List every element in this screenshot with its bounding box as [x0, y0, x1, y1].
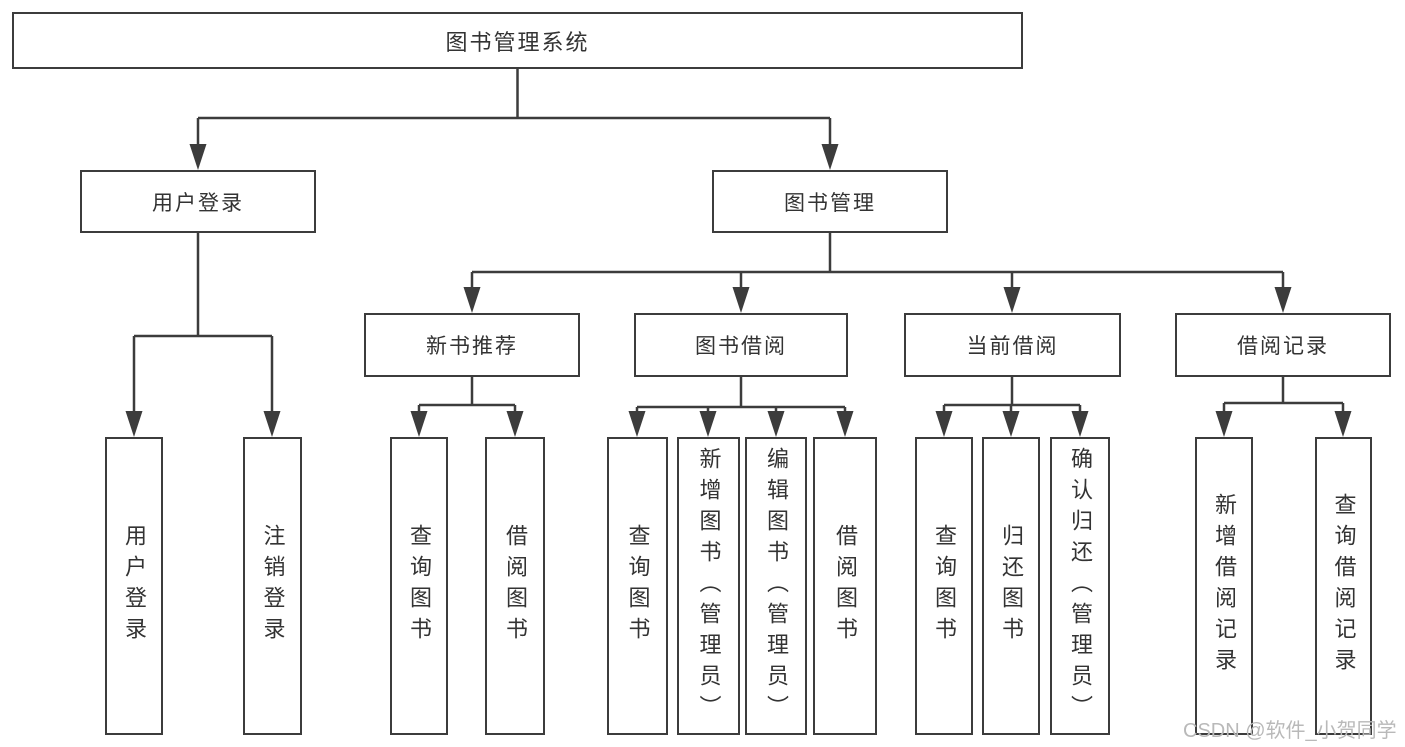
node-library-management-system: 图书管理系统	[12, 12, 1023, 69]
leaf-query-books-borrow: 查询图书	[607, 437, 668, 735]
node-book-management: 图书管理	[712, 170, 948, 233]
leaf-logout: 注销登录	[243, 437, 302, 735]
leaf-edit-book-admin: 编辑图书（管理员）	[745, 437, 807, 735]
leaf-return-books: 归还图书	[982, 437, 1040, 735]
node-borrowing-records: 借阅记录	[1175, 313, 1391, 377]
csdn-watermark: CSDN @软件_小贺同学	[1183, 720, 1397, 742]
node-current-borrowing: 当前借阅	[904, 313, 1121, 377]
leaf-query-borrow-record: 查询借阅记录	[1315, 437, 1372, 735]
leaf-query-books-current: 查询图书	[915, 437, 973, 735]
leaf-add-borrow-record: 新增借阅记录	[1195, 437, 1253, 735]
node-book-borrowing: 图书借阅	[634, 313, 848, 377]
leaf-confirm-return-admin: 确认归还（管理员）	[1050, 437, 1110, 735]
node-new-book-recommendation: 新书推荐	[364, 313, 580, 377]
leaf-add-book-admin: 新增图书（管理员）	[677, 437, 740, 735]
leaf-borrow-books: 借阅图书	[813, 437, 877, 735]
node-user-login: 用户登录	[80, 170, 316, 233]
leaf-borrow-books-recommend: 借阅图书	[485, 437, 545, 735]
leaf-query-books-recommend: 查询图书	[390, 437, 448, 735]
leaf-user-login: 用户登录	[105, 437, 163, 735]
